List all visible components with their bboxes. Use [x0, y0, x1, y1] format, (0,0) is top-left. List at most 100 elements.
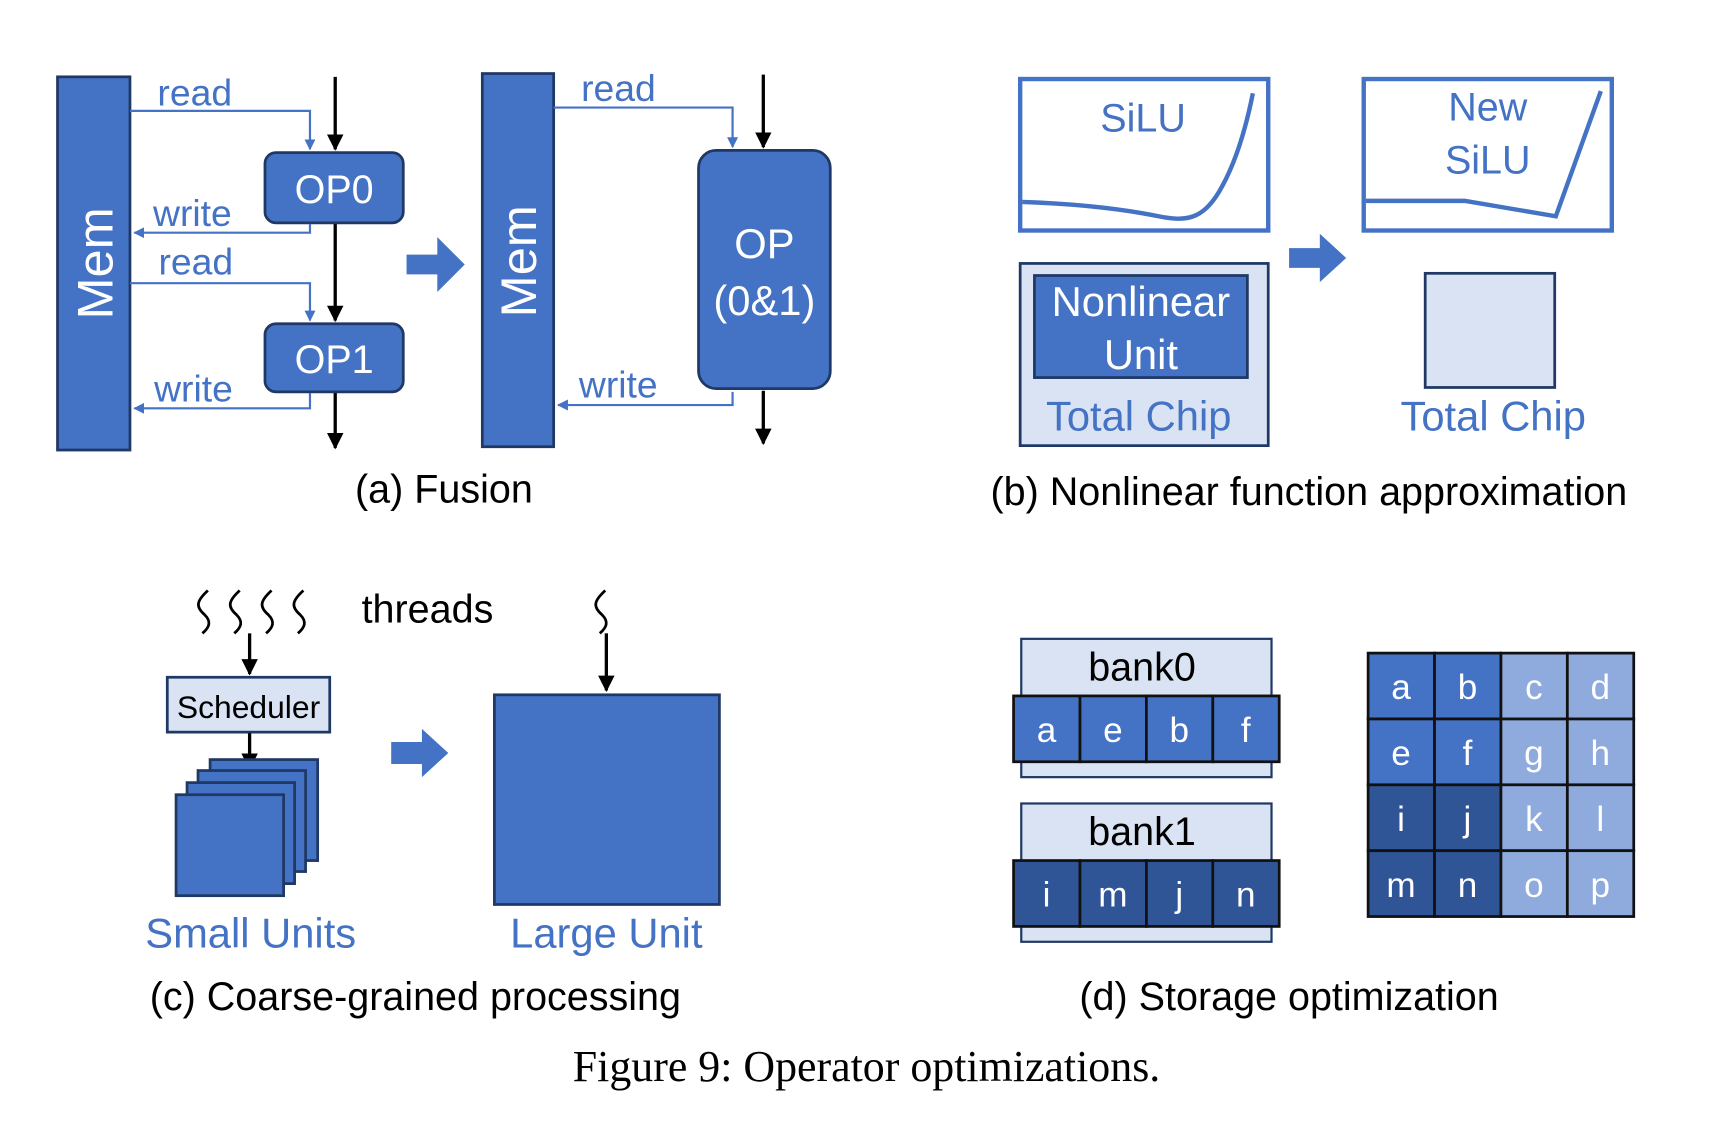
bank-cell-label: i [1043, 876, 1051, 915]
read-label-2: read [159, 240, 234, 282]
op0-block [263, 151, 405, 225]
silu-curve [1022, 92, 1256, 221]
matrix-cell-label: b [1458, 668, 1478, 707]
write-arrow-fused [556, 391, 734, 411]
nonlinear-unit-label-line1: Nonlinear [1052, 278, 1231, 325]
new-silu-plot-frame [1361, 76, 1614, 233]
panel-d-caption: (d) Storage optimization [1079, 975, 1498, 1019]
matrix-cell [1565, 651, 1636, 721]
mem-label-before: Mem [66, 207, 123, 319]
panel-b-nonlinear: SiLU Nonlinear Unit Total Chip New SiLU … [990, 76, 1627, 514]
write-label-1: write [152, 192, 232, 234]
mem-block-after [480, 72, 556, 449]
nonlinear-unit-block [1033, 274, 1249, 379]
bank-cell [1145, 694, 1215, 764]
new-silu-label-line2: SiLU [1445, 138, 1531, 182]
bank-cell [1211, 694, 1281, 764]
bank-cell-label: e [1103, 711, 1123, 750]
bank-cell-label: a [1037, 711, 1057, 750]
thread-icon [292, 589, 306, 635]
small-units-label: Small Units [145, 909, 356, 956]
op1-label: OP1 [295, 338, 374, 382]
matrix-cell-label: c [1525, 668, 1543, 707]
silu-label: SiLU [1100, 97, 1186, 141]
thread-icon [594, 589, 608, 635]
matrix-cell [1499, 849, 1569, 918]
matrix-cell-label: f [1463, 734, 1473, 773]
new-silu-label-line1: New [1448, 86, 1527, 130]
bank-label: bank0 [1088, 646, 1196, 690]
matrix-cell-label: n [1458, 866, 1478, 905]
bank-cell-label: f [1241, 711, 1251, 750]
matrix-cell-label: l [1596, 800, 1604, 839]
matrix-cell-label: i [1397, 800, 1405, 839]
scheduler-block [165, 675, 332, 734]
transition-arrow-c [391, 728, 449, 778]
bank-label: bank1 [1088, 810, 1196, 854]
panel-c-caption: (c) Coarse-grained processing [150, 975, 681, 1019]
small-unit-1 [174, 793, 286, 898]
matrix-cell-label: a [1391, 668, 1411, 707]
matrix-cell [1565, 717, 1636, 787]
write-label-2: write [153, 368, 233, 410]
matrix-cell [1499, 717, 1569, 787]
matrix-cell-label: p [1591, 866, 1611, 905]
new-silu-curve [1365, 90, 1603, 219]
transition-arrow-a [406, 237, 465, 292]
op1-block [263, 322, 405, 394]
fused-op-label-line2: (0&1) [713, 277, 815, 324]
panel-a-fusion: Mem OP0 OP1 read write read write Mem OP… [56, 67, 832, 512]
matrix-cell-label: k [1525, 800, 1543, 839]
large-unit-block [493, 693, 721, 906]
total-chip-after [1423, 271, 1557, 389]
read-label-1: read [157, 71, 232, 113]
total-chip-label-after: Total Chip [1401, 392, 1586, 439]
thread-icon [228, 589, 243, 635]
nonlinear-unit-label-line2: Unit [1104, 331, 1179, 378]
panel-a-caption: (a) Fusion [355, 468, 533, 512]
panel-c-coarse: threads Scheduler Small Units Large Unit… [145, 587, 721, 1019]
op0-label: OP0 [295, 168, 374, 212]
matrix-cell-label: j [1463, 800, 1472, 839]
large-unit-label: Large Unit [510, 909, 703, 956]
total-chip-label-before: Total Chip [1046, 392, 1231, 439]
threads-before-group [197, 589, 306, 635]
matrix-cell [1366, 849, 1436, 918]
bank-cell [1211, 859, 1281, 928]
mem-label-after: Mem [490, 205, 547, 317]
mem-block-before [56, 75, 132, 452]
matrix-cell-label: g [1524, 734, 1544, 773]
memory-bank: bank0 a e b f [1012, 637, 1281, 779]
figure-caption: Figure 9: Operator optimizations. [573, 1043, 1161, 1091]
matrix-cell-label: h [1591, 734, 1611, 773]
fused-op-label-line1: OP [734, 220, 794, 267]
thread-icon [197, 589, 211, 635]
threads-label: threads [362, 587, 494, 631]
threads-after-group [594, 589, 608, 635]
transition-arrow-b [1289, 233, 1347, 283]
write-arrow-op0 [133, 223, 312, 239]
matrix-cell [1366, 717, 1436, 787]
write-arrow-op1 [133, 392, 312, 414]
read-arrow-fused [553, 106, 739, 149]
thread-icon [260, 589, 274, 635]
matrix-cell-label: o [1524, 866, 1544, 905]
read-arrow-op0 [129, 109, 316, 151]
fused-op-block [697, 149, 832, 390]
read-arrow-op1 [129, 282, 316, 322]
read-label-fused: read [581, 67, 656, 109]
bank-cell-label: b [1170, 711, 1190, 750]
matrix-cell [1433, 783, 1503, 853]
panel-b-caption: (b) Nonlinear function approximation [990, 470, 1627, 514]
matrix-cell-label: e [1391, 734, 1411, 773]
bank-cell-label: m [1098, 876, 1127, 915]
write-label-fused: write [578, 363, 658, 405]
matrix-cell-label: m [1386, 866, 1415, 905]
bank-cell-label: j [1174, 876, 1183, 915]
matrix-cell [1366, 651, 1436, 721]
